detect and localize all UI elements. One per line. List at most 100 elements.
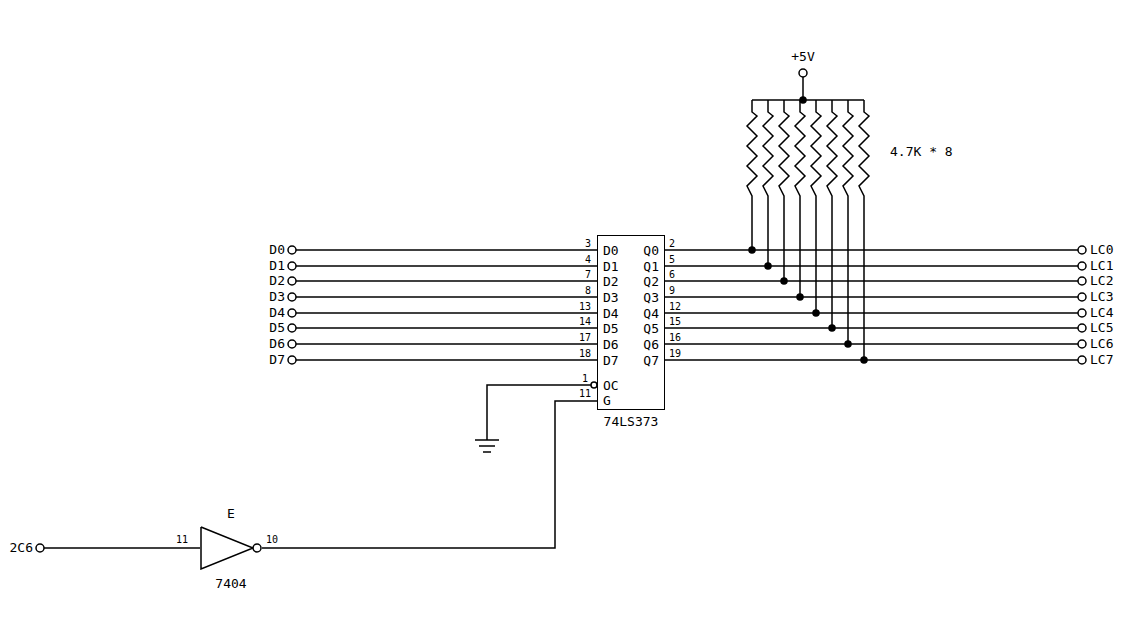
pin-number: 1 <box>582 373 588 384</box>
data-wire <box>296 265 597 267</box>
pin-number: 19 <box>669 348 681 359</box>
signal-name: LC4 <box>1090 306 1113 320</box>
input-terminal <box>288 324 296 332</box>
signal-name: LC5 <box>1090 321 1113 335</box>
data-wire <box>296 280 597 282</box>
pin-number: 13 <box>579 301 591 312</box>
signal-name: D3 <box>269 290 285 304</box>
pin-name: G <box>603 394 611 408</box>
signal-name: D6 <box>269 337 285 351</box>
junction-dot <box>813 310 819 316</box>
junction-dot <box>781 278 787 284</box>
output-wire <box>665 280 1078 282</box>
pin-number: 16 <box>669 332 681 343</box>
input-terminal <box>288 262 296 270</box>
inverter-triangle <box>201 527 253 569</box>
signal-name: LC1 <box>1090 259 1113 273</box>
data-wire <box>296 359 597 361</box>
junction-dot <box>800 97 806 103</box>
output-wire <box>665 296 1078 298</box>
data-wire <box>296 249 597 251</box>
pin-name: Q4 <box>643 307 659 321</box>
part-number: 7404 <box>215 577 246 591</box>
junction-dot <box>765 263 771 269</box>
resistor-value: 4.7K * 8 <box>890 145 953 159</box>
gate-name: E <box>227 507 235 521</box>
input-terminal <box>36 544 44 552</box>
output-terminal <box>1078 324 1086 332</box>
output-wire <box>665 249 1078 251</box>
inverter-symbol <box>200 526 262 570</box>
input-wire <box>44 547 200 549</box>
junction-dot <box>861 357 867 363</box>
output-terminal <box>1078 293 1086 301</box>
pin-name: D2 <box>603 275 619 289</box>
junction-dot <box>845 341 851 347</box>
resistor-symbol <box>827 100 837 328</box>
signal-name: LC3 <box>1090 290 1113 304</box>
signal-name: D1 <box>269 259 285 273</box>
output-wire <box>665 359 1078 361</box>
signal-name: LC7 <box>1090 353 1113 367</box>
pin-number: 2 <box>669 238 675 249</box>
resistor-symbol <box>763 100 773 266</box>
ground-wire <box>487 385 591 440</box>
signal-name: D0 <box>269 243 285 257</box>
junction-dot <box>797 294 803 300</box>
resistor-symbol <box>843 100 853 344</box>
inverter-gate: E7404 <box>200 526 262 570</box>
junction-dot <box>829 325 835 331</box>
output-terminal <box>1078 340 1086 348</box>
input-terminal <box>288 293 296 301</box>
supply-label: +5V <box>791 50 814 64</box>
pin-number: 11 <box>579 388 591 399</box>
resistor-symbol <box>811 100 821 313</box>
output-terminal <box>1078 262 1086 270</box>
signal-name: D7 <box>269 353 285 367</box>
signal-name: LC2 <box>1090 274 1113 288</box>
pin-name: D3 <box>603 291 619 305</box>
pin-name: D7 <box>603 354 619 368</box>
input-terminal <box>288 356 296 364</box>
output-terminal <box>1078 356 1086 364</box>
ground-symbol <box>475 439 499 441</box>
input-terminal <box>288 340 296 348</box>
pin-number: 8 <box>585 285 591 296</box>
pin-number: 14 <box>579 316 591 327</box>
pin-number: 15 <box>669 316 681 327</box>
resistor-symbol <box>779 100 789 281</box>
input-terminal <box>288 277 296 285</box>
pin-name: OC <box>603 379 619 393</box>
output-wire <box>665 343 1078 345</box>
signal-name: D4 <box>269 306 285 320</box>
resistor-symbol <box>859 100 869 360</box>
output-wire <box>665 265 1078 267</box>
output-wire <box>665 312 1078 314</box>
input-terminal <box>288 309 296 317</box>
latch-chip: D0Q0D1Q1D2Q2D3Q3D4Q4D5Q5D6Q6D7Q7OCG74LS3… <box>597 235 665 410</box>
output-terminal <box>1078 277 1086 285</box>
inversion-bubble <box>253 544 261 552</box>
pin-name: D0 <box>603 244 619 258</box>
signal-name: LC0 <box>1090 243 1113 257</box>
pin-number: 4 <box>585 254 591 265</box>
resistor-symbol <box>795 100 805 297</box>
part-number: 74LS373 <box>604 415 659 429</box>
ground-symbol <box>483 451 491 453</box>
pin-name: D4 <box>603 307 619 321</box>
junction-dot <box>749 247 755 253</box>
pin-number: 6 <box>669 269 675 280</box>
input-terminal <box>288 246 296 254</box>
pin-name: Q1 <box>643 260 659 274</box>
pin-name: Q2 <box>643 275 659 289</box>
data-wire <box>296 312 597 314</box>
pin-number: 7 <box>585 269 591 280</box>
pin-name: D5 <box>603 322 619 336</box>
pin-number: 11 <box>176 534 188 545</box>
pin-number: 5 <box>669 254 675 265</box>
enable-wire <box>262 401 597 548</box>
output-terminal <box>1078 309 1086 317</box>
pin-name: Q7 <box>643 354 659 368</box>
